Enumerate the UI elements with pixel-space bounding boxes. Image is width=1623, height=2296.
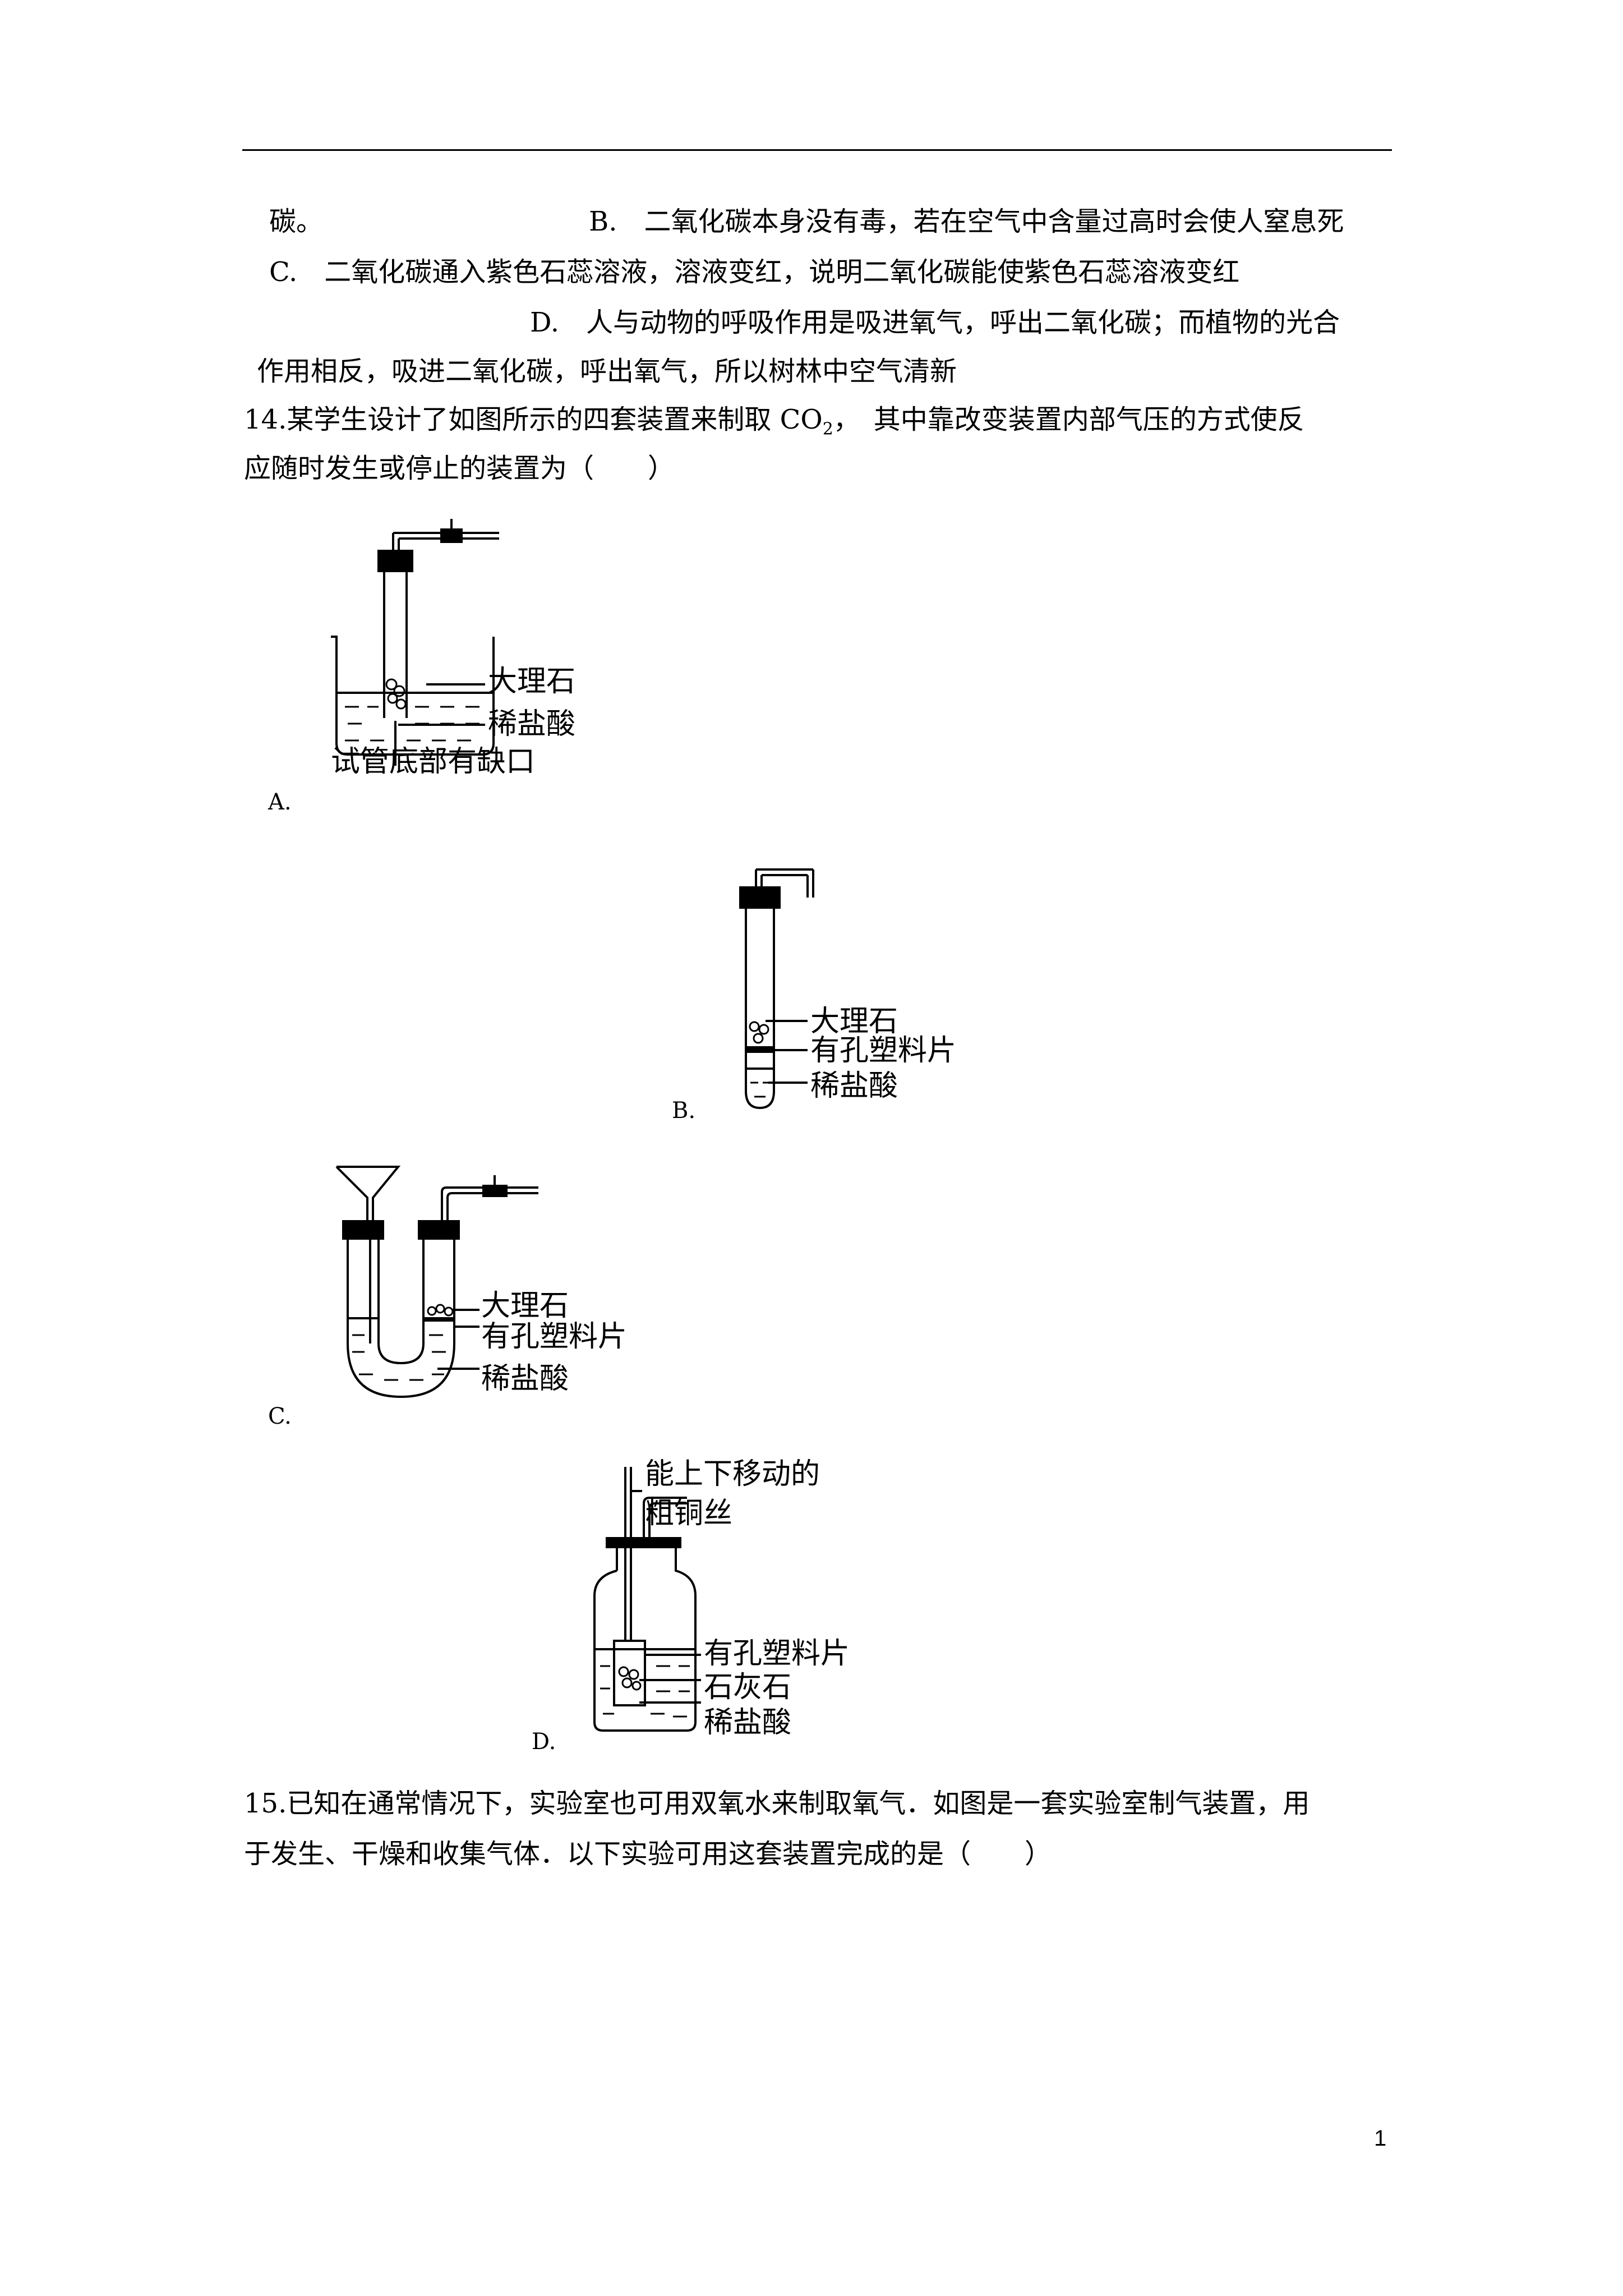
figure-b: 大理石 有孔塑料片 稀盐酸 (739, 868, 956, 1110)
fig-a-label-acid: 稀盐酸 (488, 707, 575, 741)
fig-c-option: C. (268, 1404, 292, 1429)
fig-d-label-wire-line1: 能上下移动的 (645, 1458, 820, 1491)
fig-b-label-acid: 稀盐酸 (810, 1069, 898, 1103)
fig-d-label-wire-line2: 粗铜丝 (645, 1497, 732, 1530)
q13-option-c: C. 二氧化碳通入紫色石蕊溶液，溶液变红，说明二氧化碳能使紫色石蕊溶液变红 (269, 256, 1240, 288)
q13-option-d-line1: D. 人与动物的呼吸作用是吸进氧气，呼出二氧化碳；而植物的光合 (530, 307, 1340, 338)
q14-stem-line1: 14.某学生设计了如图所示的四套装置来制取 CO2， 其中靠改变装置内部气压的方… (244, 403, 1304, 447)
fig-c-label-plate: 有孔塑料片 (481, 1320, 627, 1354)
figure-d: 能上下移动的 粗铜丝 有孔塑料片 石灰石 稀盐酸 (593, 1458, 850, 1740)
fig-a-label-bottom: 试管底部有缺口 (331, 745, 535, 779)
header-rule (242, 149, 1392, 151)
q14-stem-post: ， 其中靠改变装置内部气压的方式使反 (833, 404, 1304, 435)
fig-d-label-acid: 稀盐酸 (704, 1706, 791, 1740)
q15-stem-line1: 15.已知在通常情况下，实验室也可用双氧水来制取氧气．如图是一套实验室制气装置，… (244, 1788, 1310, 1819)
figure-a: 大理石 稀盐酸 试管底部有缺口 (331, 519, 575, 779)
fig-a-label-marble: 大理石 (488, 665, 575, 698)
fig-c-label-marble: 大理石 (481, 1289, 569, 1323)
q14-stem-sub: 2 (822, 419, 833, 439)
fig-b-option: B. (672, 1098, 696, 1124)
q15-stem-line2: 于发生、干燥和收集气体．以下实验可用这套装置完成的是（ ） (244, 1838, 1052, 1870)
fig-c-label-acid: 稀盐酸 (481, 1362, 569, 1396)
page-number: 1 (1374, 2126, 1387, 2151)
fig-a-option: A. (268, 789, 292, 815)
q14-stem-line2: 应随时发生或停止的装置为（ ） (244, 453, 675, 484)
fig-d-label-plate: 有孔塑料片 (704, 1637, 850, 1671)
fig-d-option: D. (532, 1729, 556, 1755)
fig-b-label-marble: 大理石 (810, 1005, 898, 1038)
q13-option-b: B. 二氧化碳本身没有毒，若在空气中含量过高时会使人窒息死 (589, 206, 1344, 237)
q13-line1-start: 碳。 (269, 206, 324, 237)
fig-b-label-plate: 有孔塑料片 (810, 1034, 956, 1068)
q14-stem-pre: 14.某学生设计了如图所示的四套装置来制取 CO (244, 404, 823, 435)
figure-c: 大理石 有孔塑料片 稀盐酸 (335, 1166, 627, 1398)
fig-d-label-limestone: 石灰石 (704, 1671, 791, 1704)
q13-option-d-line2: 作用相反，吸进二氧化碳，呼出氧气，所以树林中空气清新 (257, 356, 957, 387)
